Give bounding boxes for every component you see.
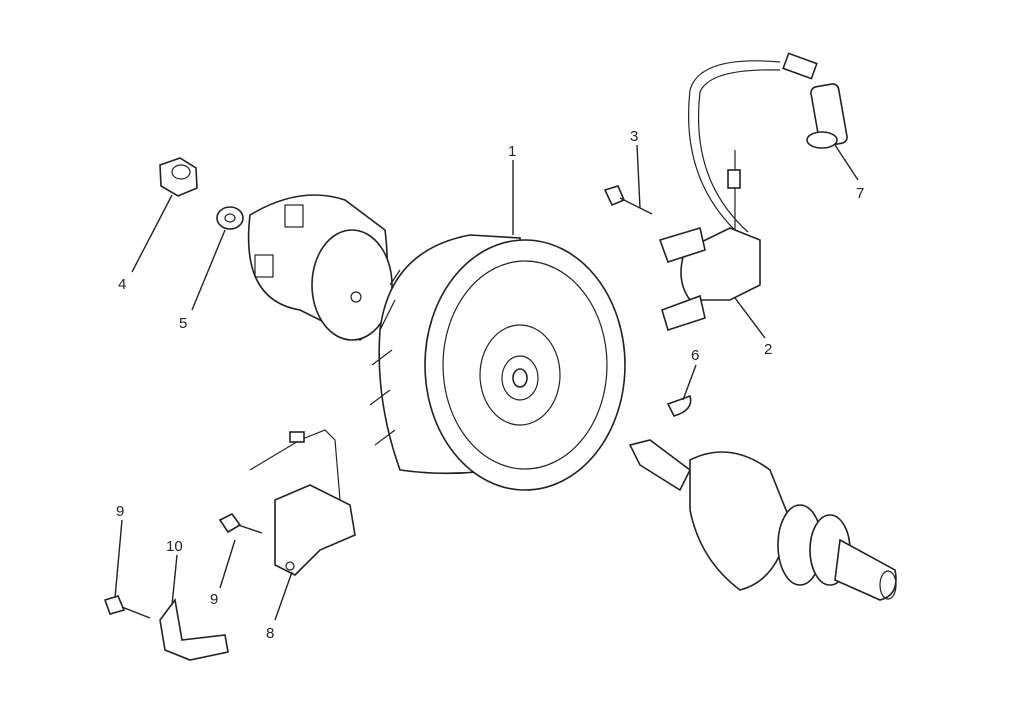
callout-8: 8 xyxy=(266,625,274,642)
woodruff-key xyxy=(666,394,692,417)
starter-cup xyxy=(247,194,393,341)
flywheel-nut xyxy=(159,157,198,197)
callout-5: 5 xyxy=(179,315,187,332)
callout-2: 2 xyxy=(764,341,772,358)
callout-9b: 9 xyxy=(210,591,218,608)
callout-3: 3 xyxy=(630,128,638,145)
coil-bolt xyxy=(603,185,653,215)
bolt xyxy=(218,512,263,534)
callout-6: 6 xyxy=(691,347,699,364)
pulser-coil xyxy=(249,429,356,576)
callout-1: 1 xyxy=(508,143,516,160)
spark-plug-cap xyxy=(782,52,848,149)
flywheel xyxy=(369,234,626,491)
callout-4: 4 xyxy=(118,276,126,293)
washer xyxy=(216,206,244,230)
ignition-coil xyxy=(658,60,781,332)
leader-lines xyxy=(114,144,859,621)
bolt xyxy=(103,595,151,619)
crankshaft xyxy=(628,439,897,601)
callout-9a: 9 xyxy=(116,503,124,520)
bracket xyxy=(159,598,229,661)
callout-7: 7 xyxy=(856,185,864,202)
callout-10: 10 xyxy=(166,538,183,555)
